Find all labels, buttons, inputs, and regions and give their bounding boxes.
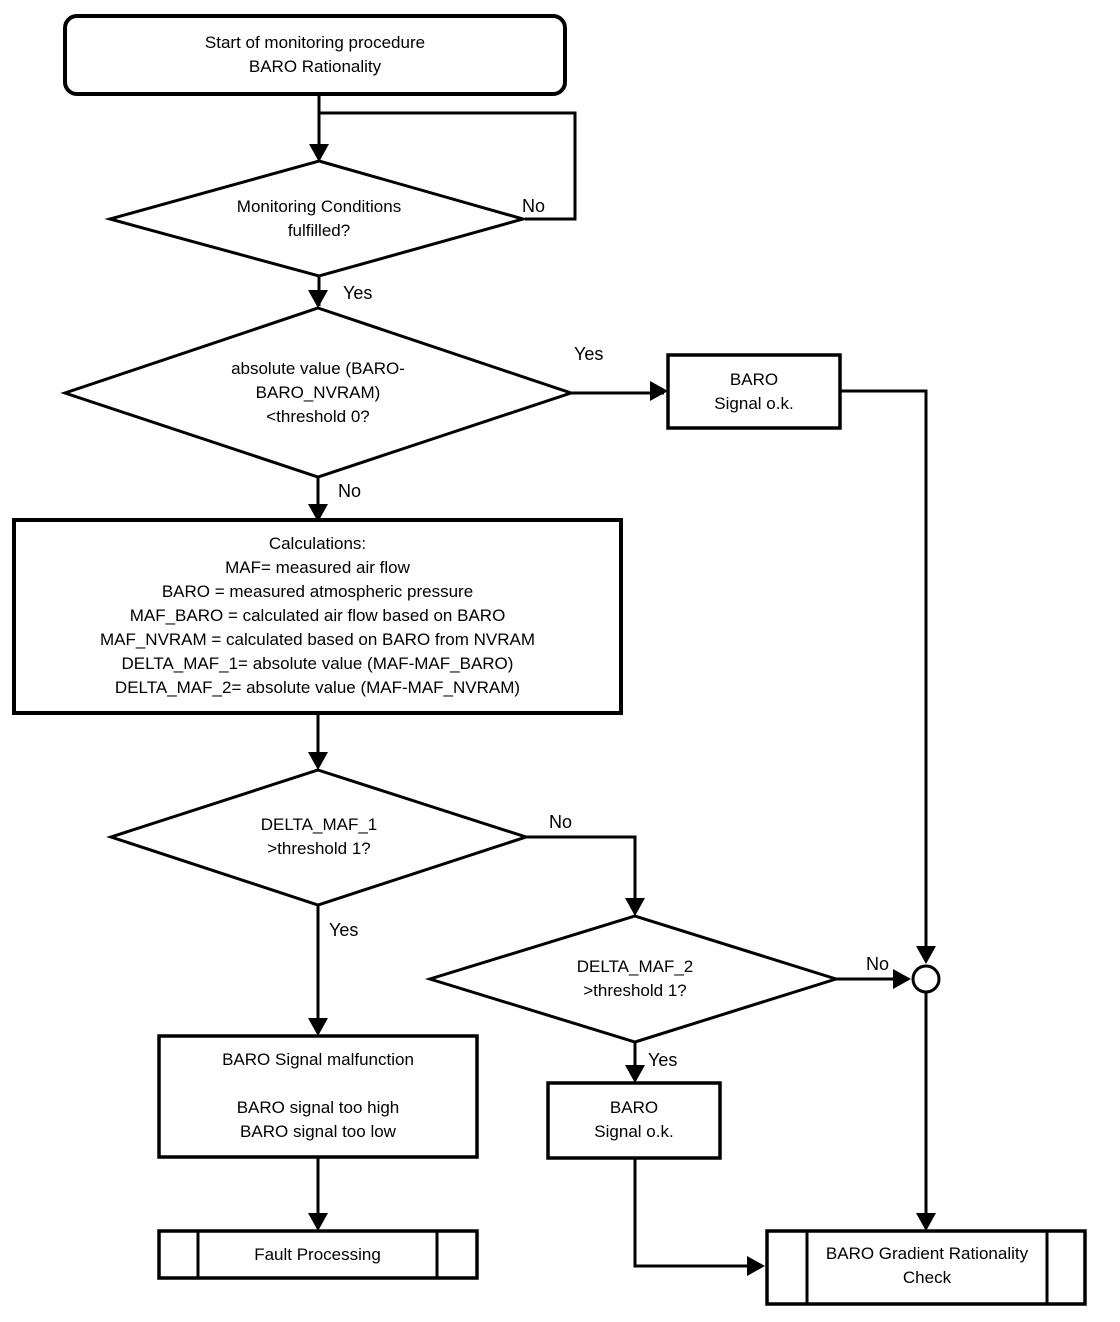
- baro-signal-ok-top-box: [666, 353, 842, 430]
- malfunction-line-3: BARO signal too low: [240, 1122, 396, 1141]
- edge-ok-top-to-junction: [840, 389, 928, 960]
- edge-label-delta2-no: No: [866, 954, 890, 974]
- delta1-line-2: >threshold 1?: [267, 839, 371, 858]
- edge-label-monitoring-yes: Yes: [343, 283, 373, 303]
- delta-maf-2-diamond: [424, 914, 842, 1044]
- arrowhead-into-ok-top: [650, 381, 668, 401]
- junction-circle: [911, 964, 941, 994]
- baro-signal-ok-top-label: BARO Signal o.k.: [668, 368, 840, 416]
- calculations-label: Calculations: MAF= measured air flow BAR…: [14, 532, 621, 700]
- monitoring-line-2: fulfilled?: [287, 221, 351, 240]
- calc-line-3: BARO = measured atmospheric pressure: [161, 582, 474, 601]
- arrowhead-into-nvram-check: [308, 290, 328, 308]
- calc-line-2: MAF= measured air flow: [225, 558, 410, 577]
- arrowhead-into-fault: [308, 1213, 328, 1231]
- malfunction-line-2: BARO signal too high: [236, 1098, 400, 1117]
- delta2-line-1: DELTA_MAF_2: [576, 957, 694, 976]
- arrowhead-into-gradient-top: [916, 1213, 936, 1231]
- arrowhead-into-gradient-left: [747, 1256, 765, 1276]
- delta-maf-1-label: DELTA_MAF_1 >threshold 1?: [168, 813, 470, 861]
- baro-signal-ok-bottom-box: [546, 1081, 722, 1160]
- calc-line-4: MAF_BARO = calculated air flow based on …: [129, 606, 506, 625]
- calc-line-6: DELTA_MAF_1= absolute value (MAF-MAF_BAR…: [121, 654, 514, 673]
- ok-bottom-line-1: BARO: [609, 1098, 659, 1117]
- fault-processing-label: Fault Processing: [198, 1243, 437, 1267]
- baro-nvram-check-label: absolute value (BARO- BARO_NVRAM) <thres…: [168, 357, 468, 429]
- start-terminator-shape: [63, 14, 567, 96]
- edge-label-delta1-no: No: [549, 812, 573, 832]
- edge-ok-bottom-to-gradient: [633, 1158, 762, 1268]
- delta2-line-2: >threshold 1?: [583, 981, 687, 1000]
- ok-top-line-2: Signal o.k.: [714, 394, 794, 413]
- ok-top-line-1: BARO: [729, 370, 779, 389]
- ok-bottom-line-2: Signal o.k.: [594, 1122, 674, 1141]
- arrowhead-into-junction-top: [916, 946, 936, 964]
- nvram-line-2: BARO_NVRAM): [255, 383, 381, 402]
- calc-line-5: MAF_NVRAM = calculated based on BARO fro…: [99, 630, 536, 649]
- fault-line-1: Fault Processing: [254, 1245, 381, 1264]
- edge-delta1-no: [526, 835, 637, 912]
- edge-monitoring-no-loop: [319, 111, 577, 221]
- arrowhead-into-ok-bottom: [625, 1065, 645, 1083]
- nvram-line-1: absolute value (BARO-: [231, 359, 405, 378]
- arrowhead-into-delta2: [625, 898, 645, 916]
- arrowhead-into-calculations: [308, 504, 328, 522]
- monitoring-conditions-label: Monitoring Conditions fulfilled?: [169, 195, 469, 243]
- nvram-line-3: <threshold 0?: [266, 407, 370, 426]
- monitoring-line-1: Monitoring Conditions: [236, 197, 402, 216]
- delta-maf-2-label: DELTA_MAF_2 >threshold 1?: [485, 955, 785, 1003]
- edge-label-delta1-yes: Yes: [329, 920, 359, 940]
- edge-label-nvram-no: No: [338, 481, 362, 501]
- calc-line-1: Calculations:: [268, 534, 367, 553]
- edge-label-delta2-yes: Yes: [648, 1050, 678, 1070]
- edge-label-nvram-yes: Yes: [574, 344, 604, 364]
- calc-line-7: DELTA_MAF_2= absolute value (MAF-MAF_NVR…: [114, 678, 521, 697]
- delta-maf-1-diamond: [106, 768, 531, 907]
- start-node-label: Start of monitoring procedure BARO Ratio…: [65, 31, 565, 79]
- delta1-line-1: DELTA_MAF_1: [260, 815, 378, 834]
- arrowhead-into-junction-left: [893, 969, 911, 989]
- gradient-line-1: BARO Gradient Rationality: [825, 1244, 1029, 1263]
- monitoring-conditions-diamond: [104, 159, 529, 278]
- baro-signal-ok-bottom-label: BARO Signal o.k.: [548, 1096, 720, 1144]
- start-line-1: Start of monitoring procedure: [204, 33, 426, 52]
- arrowhead-into-delta1: [308, 752, 328, 770]
- baro-signal-malfunction-label: BARO Signal malfunction BARO signal too …: [159, 1048, 477, 1144]
- arrowhead-into-monitoring: [309, 144, 329, 162]
- gradient-line-2: Check: [902, 1268, 952, 1287]
- malfunction-line-1: BARO Signal malfunction: [222, 1050, 414, 1069]
- baro-gradient-check-label: BARO Gradient Rationality Check: [807, 1242, 1047, 1290]
- baro-nvram-check-diamond: [60, 306, 576, 479]
- start-line-2: BARO Rationality: [248, 57, 382, 76]
- arrowhead-into-malfunction: [308, 1018, 328, 1036]
- edge-label-monitoring-no: No: [522, 196, 546, 216]
